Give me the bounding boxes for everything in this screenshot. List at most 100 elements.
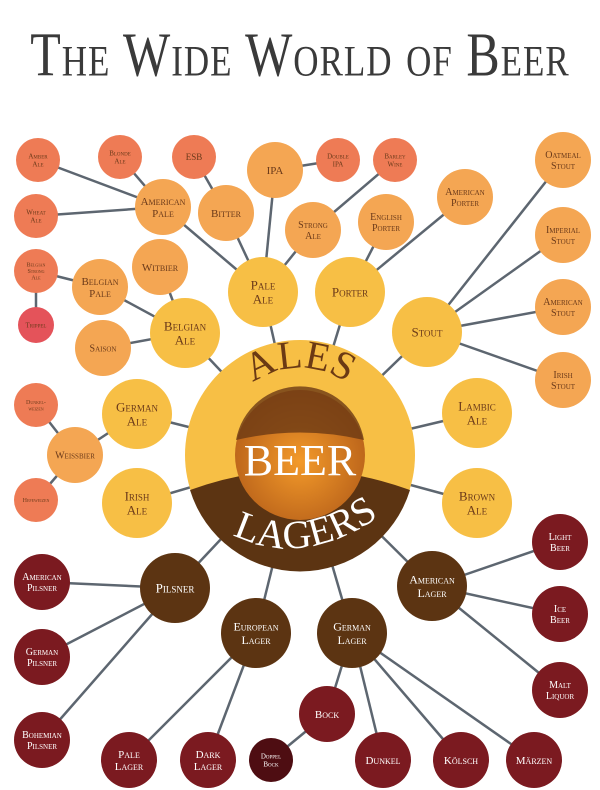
beer-inner-top xyxy=(236,386,364,440)
node-circle xyxy=(535,279,591,335)
node-label: Oatmeal xyxy=(545,150,581,161)
node-circle xyxy=(198,185,254,241)
node-label: Ale xyxy=(30,216,41,224)
node-label: Double xyxy=(327,153,349,161)
node-circle xyxy=(285,202,341,258)
node-label: Irish xyxy=(125,488,150,503)
node-label: Dark xyxy=(196,749,221,761)
node-saison: Saison xyxy=(75,320,131,376)
node-circle xyxy=(437,169,493,225)
node-label: Weissbier xyxy=(55,451,95,462)
node-label: Hefeweizen xyxy=(23,498,50,504)
node-label: Strong xyxy=(298,220,328,231)
node-label: German xyxy=(116,399,158,414)
center-hub: ALES BEER LAGERS xyxy=(185,331,415,572)
node-label: Bohemian xyxy=(22,730,62,741)
node-label: American xyxy=(409,573,455,587)
node-circle xyxy=(14,249,58,293)
node-bitter: Bitter xyxy=(198,185,254,241)
node-circle xyxy=(16,138,60,182)
node-label: Ale xyxy=(467,413,488,428)
node-label: Belgian xyxy=(27,263,46,269)
node-label: Stout xyxy=(411,325,443,340)
node-porter: Porter xyxy=(315,257,385,327)
node-label: Ale xyxy=(305,231,321,242)
node-marzen: Märzen xyxy=(506,732,562,788)
node-circle xyxy=(102,379,172,449)
node-ipa: IPA xyxy=(247,142,303,198)
node-label: Doppel xyxy=(261,753,281,761)
node-label: IPA xyxy=(333,160,344,168)
node-circle xyxy=(101,732,157,788)
node-circle xyxy=(14,554,70,610)
node-label: American xyxy=(22,572,62,583)
node-circle xyxy=(433,732,489,788)
node-label: American xyxy=(141,196,186,208)
node-circle xyxy=(315,257,385,327)
node-label: Stout xyxy=(551,381,576,392)
node-label: Light xyxy=(549,532,573,543)
node-label: Beer xyxy=(550,543,570,554)
page-title: The Wide World of Beer xyxy=(30,19,570,90)
node-circle xyxy=(221,598,291,668)
node-label: Wine xyxy=(388,160,403,168)
node-dunkel: Dunkel xyxy=(355,732,411,788)
edge-marzen xyxy=(351,631,535,762)
node-label: European xyxy=(233,620,278,634)
node-circle xyxy=(532,586,588,642)
node-circle xyxy=(317,598,387,668)
node-label: Belgian xyxy=(81,276,118,288)
beer-label: BEER xyxy=(244,436,357,485)
node-weissbier: Weissbier xyxy=(47,427,103,483)
node-label: Pale xyxy=(251,277,276,292)
node-label: German xyxy=(333,620,371,634)
node-label: Pilsner xyxy=(156,581,195,596)
node-label: Ale xyxy=(467,503,488,518)
node-label: Stout xyxy=(551,308,576,319)
node-hefe: Hefeweizen xyxy=(14,478,58,522)
node-circle xyxy=(532,662,588,718)
node-circle xyxy=(397,551,467,621)
node-label: Malt xyxy=(549,680,572,691)
node-label: Beer xyxy=(550,615,570,626)
node-circle xyxy=(358,194,414,250)
node-label: Imperial xyxy=(546,225,580,236)
node-circle xyxy=(535,132,591,188)
node-label: Wheat xyxy=(26,209,45,217)
node-circle xyxy=(14,194,58,238)
node-label: American xyxy=(445,187,485,198)
lagers-band xyxy=(190,470,410,572)
node-circle xyxy=(72,259,128,315)
node-label: Blonde xyxy=(109,150,131,158)
node-label: Lager xyxy=(241,633,271,647)
node-label: IPA xyxy=(267,165,284,177)
node-circle xyxy=(47,427,103,483)
node-label: Brown xyxy=(459,488,496,503)
node-kolsch: Kölsch xyxy=(433,732,489,788)
node-circle xyxy=(14,712,70,768)
node-label: Lager xyxy=(417,586,447,600)
node-label: Ice xyxy=(554,604,566,615)
node-circle xyxy=(140,553,210,623)
node-circle xyxy=(316,138,360,182)
node-label: weizen xyxy=(28,406,43,412)
